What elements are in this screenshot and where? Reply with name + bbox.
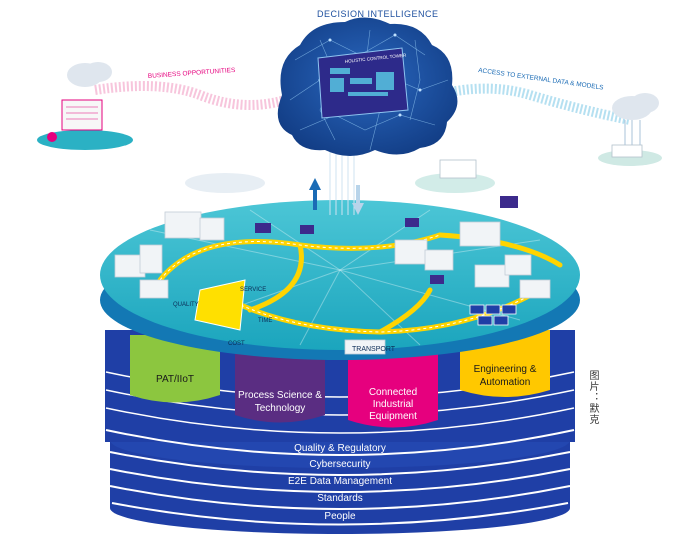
platform-label-transport: TRANSPORT — [352, 346, 396, 353]
platform-label-time: TIME — [258, 318, 272, 324]
layer-labels: Quality & Regulatory Cybersecurity E2E D… — [288, 443, 392, 522]
pillar-label: Industrial — [373, 399, 414, 410]
business-opportunities-ribbon: BUSINESS OPPORTUNITIES — [94, 67, 302, 110]
pillar-label: Connected — [369, 387, 417, 398]
platform-label-cost: COST — [228, 341, 245, 347]
layer-label: E2E Data Management — [288, 476, 392, 487]
flow-label-left: BUSINESS OPPORTUNITIES — [148, 67, 237, 80]
pillar-pat-iiot: PAT/IIoT — [130, 335, 220, 403]
platform-label-quality: QUALITY — [173, 302, 199, 308]
layer-label: Quality & Regulatory — [294, 443, 386, 454]
pillar-label: Process Science & — [238, 390, 322, 401]
pillar-label: Technology — [255, 403, 306, 414]
page-title: DECISION INTELLIGENCE — [317, 9, 439, 19]
pillar-label: Automation — [480, 377, 531, 388]
pillar-connected-equipment: Connected Industrial Equipment — [348, 345, 438, 428]
pillar-label: PAT/IIoT — [156, 374, 194, 385]
right-island — [598, 93, 662, 166]
floating-pad-left — [185, 173, 265, 193]
data-flow-arrows — [309, 150, 364, 215]
pillar-label: Engineering & — [474, 364, 537, 375]
brain: HOLISTIC CONTROL TOWER — [277, 17, 458, 157]
platform: TRANSPORT COST SERVICE QUALITY TIME — [100, 196, 580, 360]
image-credit: 图片：默克 — [587, 370, 598, 425]
pillar-process-science: Process Science & Technology — [235, 345, 325, 423]
layer-label: People — [324, 511, 356, 522]
layer-label: Standards — [317, 493, 363, 504]
layer-label: Cybersecurity — [309, 459, 370, 470]
platform-label-service: SERVICE — [240, 287, 266, 293]
brain-screen-label: HOLISTIC CONTROL TOWER — [345, 52, 408, 63]
pillar-label: Equipment — [369, 411, 417, 422]
left-island — [37, 62, 133, 150]
